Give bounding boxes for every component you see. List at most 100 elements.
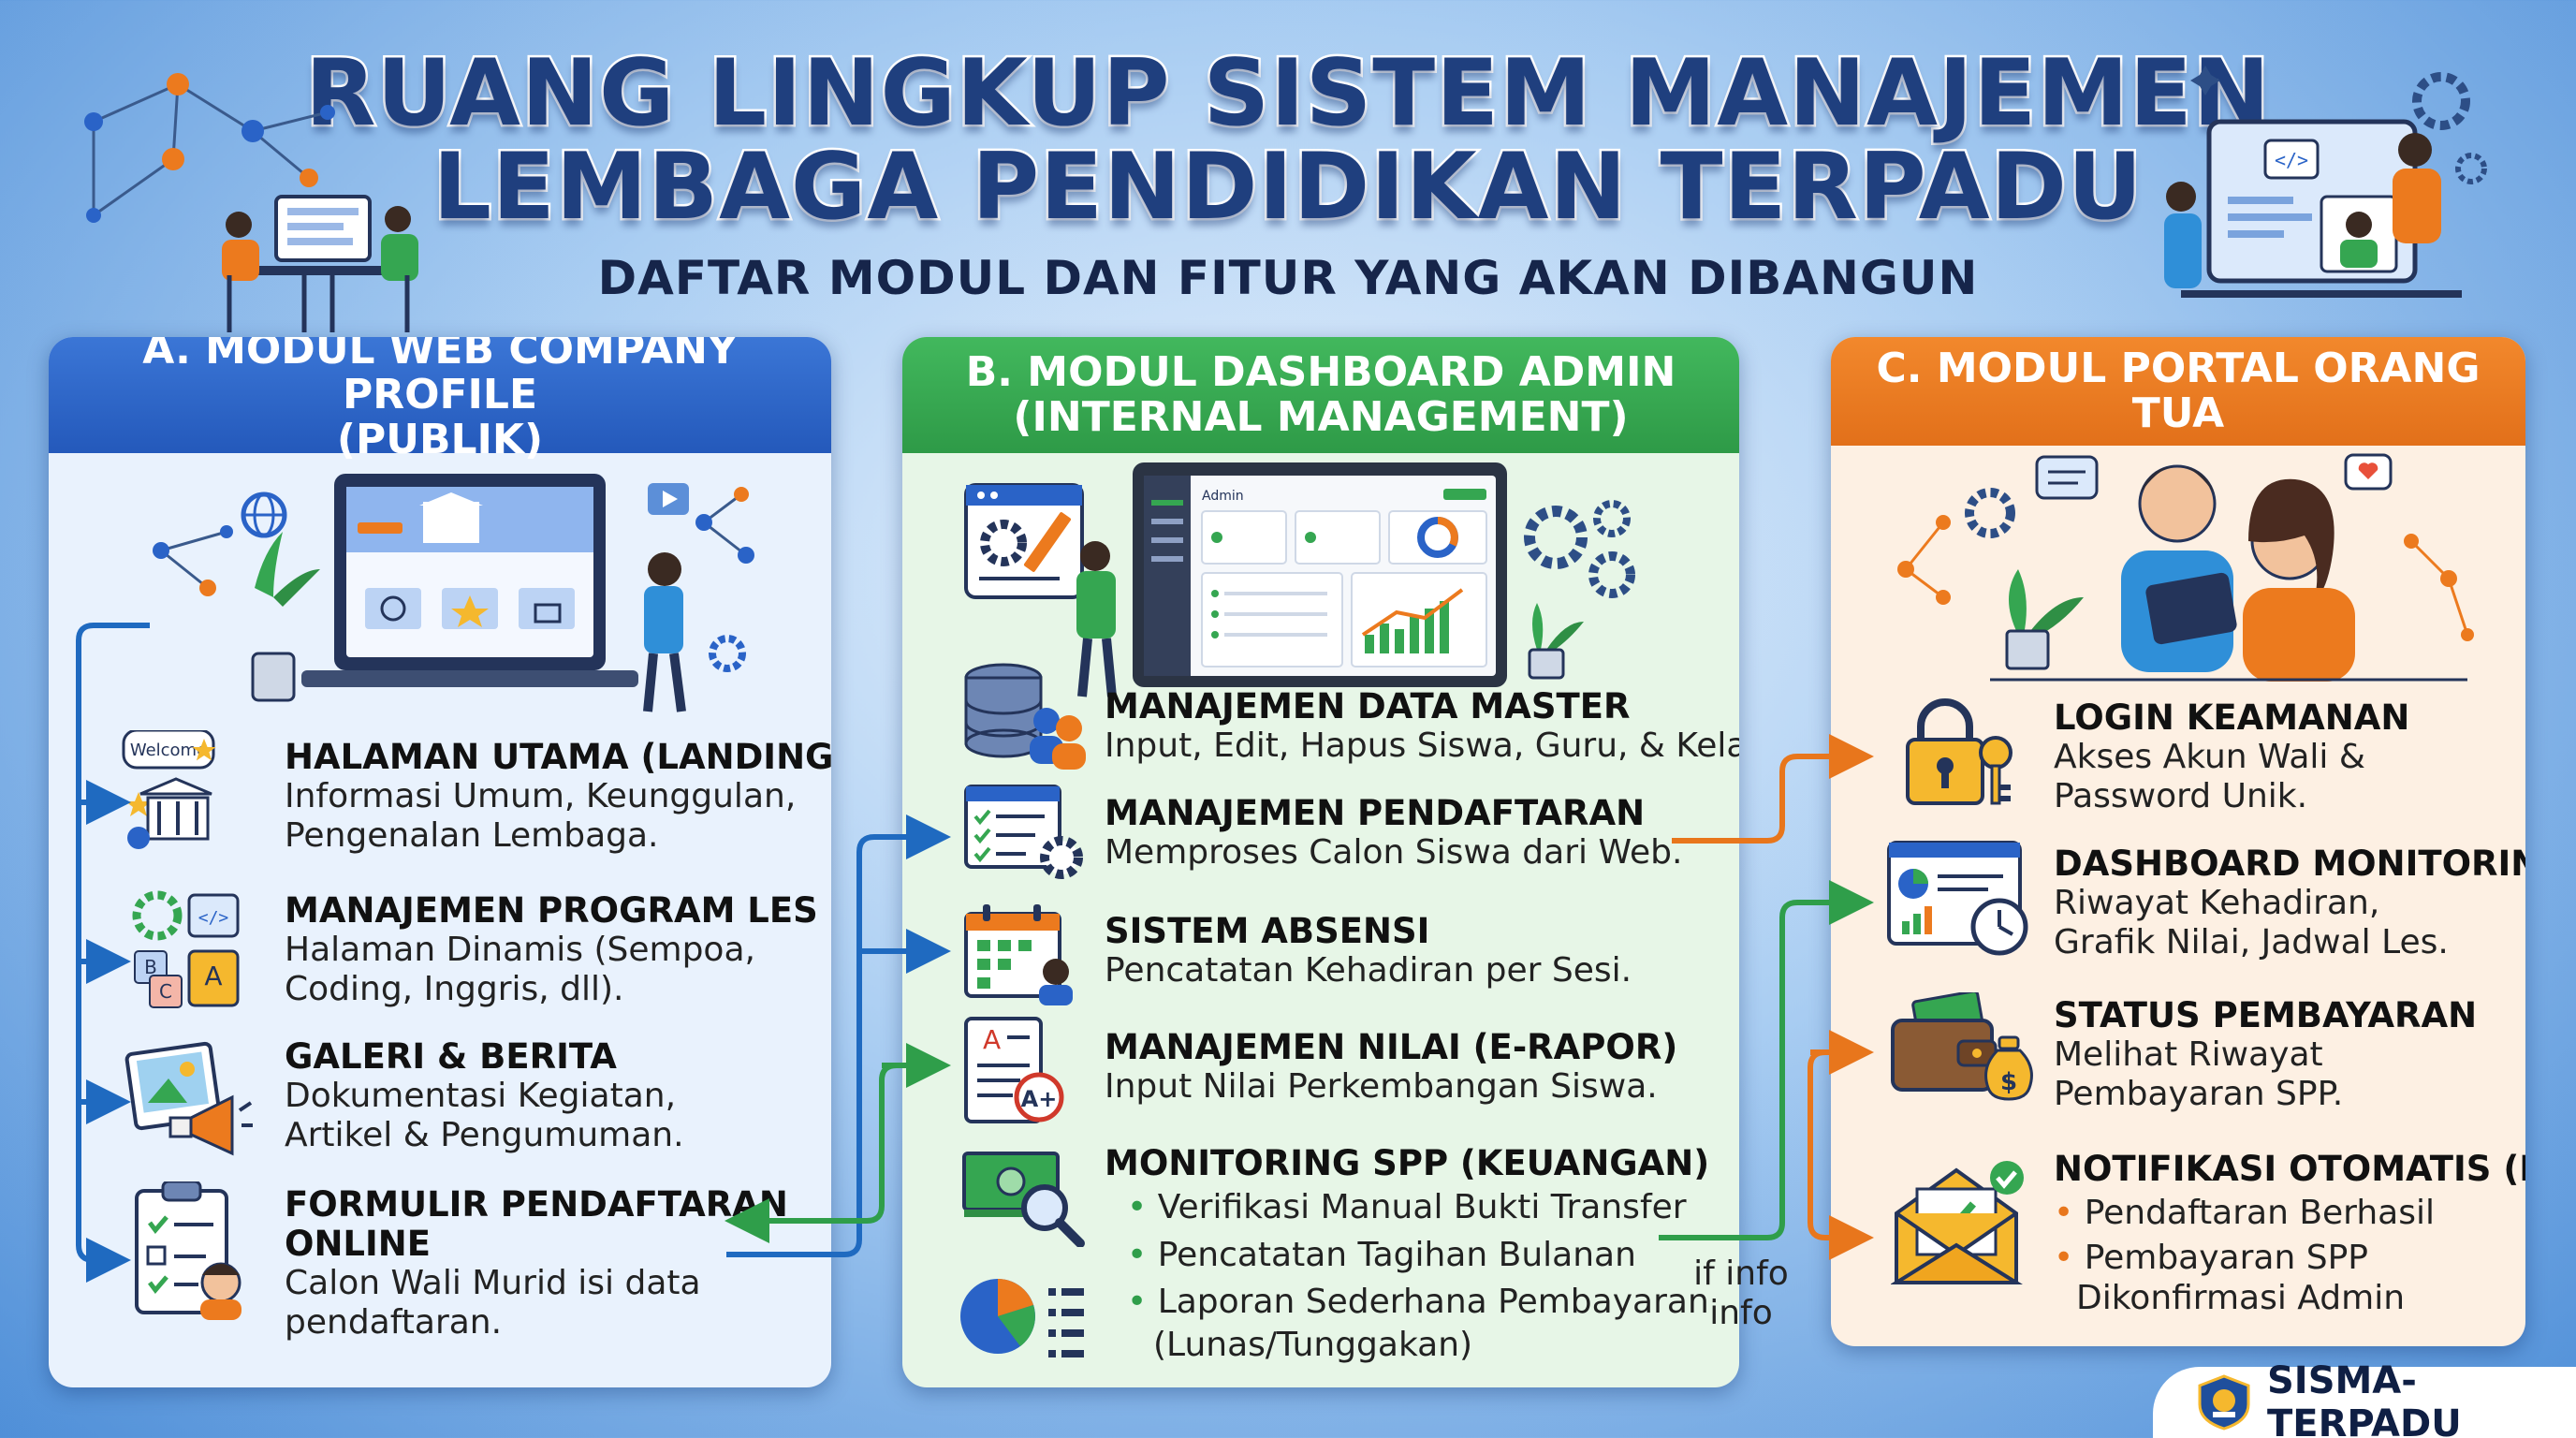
item-bullet: • Pembayaran SPP	[2054, 1239, 2368, 1277]
landing-page-icon: Welcome	[122, 730, 225, 852]
item-desc: Pembayaran SPP.	[2054, 1075, 2344, 1113]
item-desc: Halaman Dinamis (Sempoa,	[285, 931, 755, 969]
item-title: STATUS PEMBAYARAN	[2054, 995, 2478, 1035]
welcome-bubble-text: Welcome	[130, 741, 207, 760]
item-desc: Melihat Riwayat	[2054, 1035, 2323, 1074]
money-magnifier-icon	[959, 1144, 1090, 1247]
item-absensi: SISTEM ABSENSI Pencatatan Kehadiran per …	[1105, 912, 1632, 990]
panel-c-heading-text: C. MODUL PORTAL ORANG TUA	[1876, 345, 2481, 437]
item-desc: Pengenalan Lembaga.	[285, 816, 659, 855]
item-login-keamanan: LOGIN KEAMANAN Akses Akun Wali & Passwor…	[2054, 698, 2409, 816]
item-title: NOTIFIKASI OTOMATIS (EMAIL)	[2054, 1149, 2525, 1189]
panel-b-heading: B. MODUL DASHBOARD ADMIN (INTERNAL MANAG…	[902, 337, 1739, 453]
footer-brand: SISMA-TERPADU	[2153, 1359, 2576, 1438]
svg-text:$: $	[2000, 1068, 2017, 1096]
arrow-c-bracket	[1808, 1049, 1874, 1260]
item-desc: Input Nilai Perkembangan Siswa.	[1105, 1067, 1658, 1106]
item-title-line2: ONLINE	[285, 1224, 432, 1264]
item-bullet: • Laporan Sederhana Pembayaran	[1127, 1283, 1709, 1321]
item-data-master: MANAJEMEN DATA MASTER Input, Edit, Hapus…	[1105, 687, 1739, 766]
main-title-line2: LEMBAGA PENDIDIKAN TERPADU	[431, 134, 2144, 241]
database-users-icon	[960, 661, 1091, 773]
item-title: MANAJEMEN NILAI (E-RAPOR)	[1105, 1027, 1678, 1067]
calendar-attendance-icon	[960, 902, 1091, 1005]
wallet-moneybag-icon: $	[1887, 992, 2037, 1105]
parents-tablet-illustration	[1887, 438, 2486, 682]
item-desc: Dokumentasi Kegiatan,	[285, 1077, 677, 1115]
item-desc: pendaftaran.	[285, 1303, 503, 1342]
item-program-les: MANAJEMEN PROGRAM LES Halaman Dinamis (S…	[285, 891, 818, 1009]
panel-b-heading-text: B. MODUL DASHBOARD ADMIN (INTERNAL MANAG…	[965, 348, 1676, 441]
panel-dashboard-admin: B. MODUL DASHBOARD ADMIN (INTERNAL MANAG…	[902, 337, 1739, 1387]
checklist-gear-icon	[960, 781, 1091, 884]
item-title: DASHBOARD MONITORING	[2054, 844, 2525, 884]
dashboard-label: Admin	[1202, 489, 1244, 504]
item-desc: Input, Edit, Hapus Siswa, Guru, & Kelas.	[1105, 726, 1739, 765]
item-desc: Calon Wali Murid isi data	[285, 1264, 701, 1302]
item-title: GALERI & BERITA	[285, 1036, 617, 1077]
gallery-megaphone-icon	[122, 1035, 253, 1157]
pie-report-icon	[959, 1271, 1090, 1365]
item-landing-page: HALAMAN UTAMA (LANDING PAGE) Informasi U…	[285, 738, 831, 856]
panel-a-heading: A. MODUL WEB COMPANY PROFILE (PUBLIK)	[49, 337, 831, 462]
item-title: LOGIN KEAMANAN	[2054, 697, 2410, 738]
item-desc: Pencatatan Kehadiran per Sesi.	[1105, 951, 1632, 990]
panel-portal-orang-tua: C. MODUL PORTAL ORANG TUA LOGIN KEAMANAN…	[1831, 337, 2525, 1346]
developer-screen-illustration: </>	[2144, 56, 2499, 328]
svg-text:B: B	[144, 956, 157, 978]
item-nilai: MANAJEMEN NILAI (E-RAPOR) Input Nilai Pe…	[1105, 1028, 1677, 1107]
panel-c-heading: C. MODUL PORTAL ORANG TUA	[1831, 337, 2525, 446]
email-check-icon	[1891, 1161, 2031, 1292]
item-spp: MONITORING SPP (KEUANGAN) • Verifikasi M…	[1105, 1144, 1709, 1365]
report-grade-icon: A A+	[960, 1015, 1091, 1131]
arrow-b-to-a-formulir	[724, 1063, 940, 1243]
item-desc: Artikel & Pengumuman.	[285, 1116, 684, 1154]
item-desc: Akses Akun Wali &	[2054, 738, 2365, 776]
program-les-icon: </> B C A	[131, 889, 243, 1011]
svg-text:C: C	[159, 980, 172, 1003]
people-at-desk-illustration	[201, 187, 435, 337]
arrow-a-bracket	[76, 623, 150, 1283]
laptop-website-illustration	[124, 466, 779, 719]
svg-text:</>: </>	[2275, 149, 2308, 171]
item-bullet: • Pencatatan Tagihan Bulanan	[1127, 1236, 1636, 1274]
main-title-line1: RUANG LINGKUP SISTEM MANAJEMEN	[303, 40, 2273, 147]
arrow-b-to-c-login	[1672, 734, 1874, 844]
arrow-b-to-c-monitoring	[1659, 880, 1874, 1240]
flow-label-line2: info	[1709, 1294, 1773, 1332]
item-bullet: • Verifikasi Manual Bukti Transfer	[1127, 1188, 1687, 1226]
item-desc: Memproses Calon Siswa dari Web.	[1105, 833, 1683, 872]
item-desc: Coding, Inggris, dll).	[285, 970, 624, 1008]
flow-label: if info info	[1685, 1255, 1797, 1333]
item-bullet-continued: Dikonfirmasi Admin	[2076, 1279, 2406, 1317]
item-title: MONITORING SPP (KEUANGAN)	[1105, 1143, 1710, 1183]
network-illustration-left	[75, 56, 412, 234]
item-title: MANAJEMEN DATA MASTER	[1105, 686, 1631, 726]
item-notifikasi-email: NOTIFIKASI OTOMATIS (EMAIL) • Pendaftara…	[2054, 1150, 2525, 1318]
svg-text:A: A	[204, 961, 222, 991]
panel-a-heading-text: A. MODUL WEB COMPANY PROFILE (PUBLIK)	[142, 337, 738, 463]
padlock-key-icon	[1898, 697, 2029, 809]
item-desc: Riwayat Kehadiran,	[2054, 884, 2380, 922]
subtitle: DAFTAR MODUL DAN FITUR YANG AKAN DIBANGU…	[597, 251, 1979, 305]
item-bullet: • Pendaftaran Berhasil	[2054, 1194, 2435, 1232]
svg-text:A+: A+	[1021, 1086, 1058, 1112]
flow-label-line1: if info	[1693, 1255, 1789, 1293]
registration-form-icon	[131, 1181, 253, 1322]
monitor-clock-icon	[1883, 837, 2033, 959]
item-galeri-berita: GALERI & BERITA Dokumentasi Kegiatan, Ar…	[285, 1037, 684, 1155]
item-pendaftaran: MANAJEMEN PENDAFTARAN Memproses Calon Si…	[1105, 794, 1682, 873]
svg-text:</>: </>	[198, 908, 229, 928]
item-desc: Grafik Nilai, Jadwal Les.	[2054, 923, 2449, 961]
item-title: MANAJEMEN PENDAFTARAN	[1105, 793, 1646, 833]
svg-text:A: A	[983, 1024, 1001, 1055]
arrow-a-to-b-pendaftaran	[726, 814, 951, 1257]
item-dashboard-monitoring: DASHBOARD MONITORING Riwayat Kehadiran, …	[2054, 844, 2525, 962]
item-title: FORMULIR PENDAFTARAN	[285, 1184, 788, 1225]
admin-dashboard-illustration: Admin	[957, 462, 1705, 706]
item-title: SISTEM ABSENSI	[1105, 911, 1430, 951]
item-bullet-continued: (Lunas/Tunggakan)	[1153, 1326, 1473, 1364]
item-status-pembayaran: STATUS PEMBAYARAN Melihat Riwayat Pembay…	[2054, 996, 2477, 1114]
brand-logo-icon	[2196, 1374, 2252, 1431]
